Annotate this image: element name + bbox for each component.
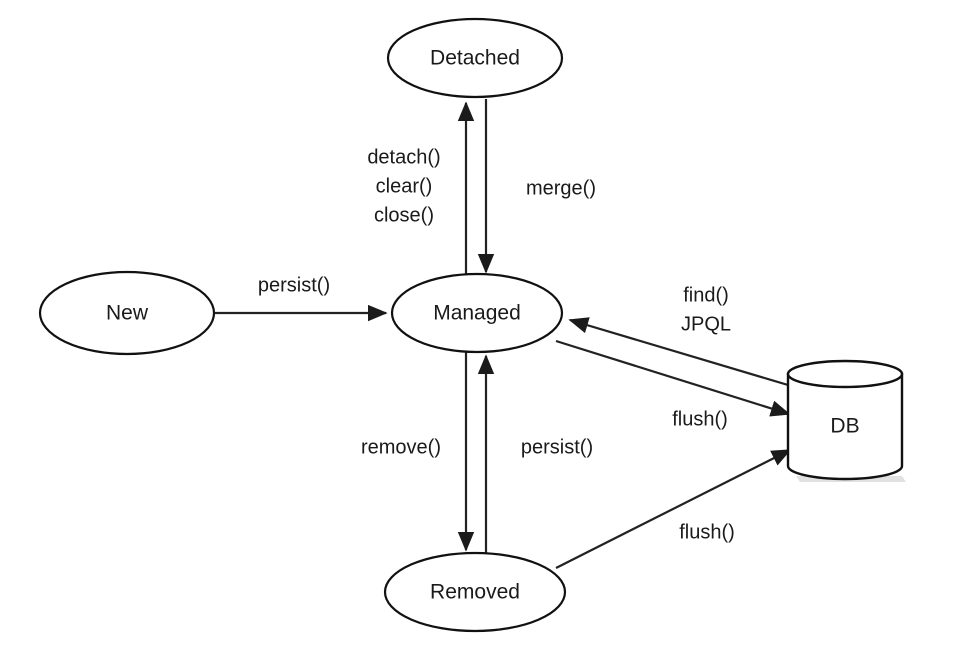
edge-label-detach: detach(): [367, 146, 440, 168]
edge-label-merge: merge(): [526, 177, 596, 199]
edge-label-jpql: JPQL: [681, 313, 731, 335]
edge-detached-to-managed: merge(): [477, 99, 596, 274]
edge-label-flush-managed: flush(): [672, 408, 728, 430]
node-label-detached: Detached: [430, 47, 520, 70]
edge-label-flush-removed: flush(): [679, 521, 735, 543]
node-label-new: New: [106, 302, 149, 325]
edge-removed-to-managed: persist(): [477, 354, 593, 555]
node-managed[interactable]: Managed: [390, 272, 564, 354]
edge-label-find: find(): [683, 284, 729, 306]
node-label-removed: Removed: [430, 581, 520, 604]
edge-db-to-managed: find() JPQL: [568, 284, 789, 387]
edge-label-close: close(): [374, 204, 434, 226]
node-new[interactable]: New: [38, 270, 216, 356]
edge-label-persist-removed: persist(): [521, 436, 593, 458]
edge-managed-to-removed: remove(): [361, 352, 475, 552]
edge-managed-to-db: flush(): [555, 339, 791, 430]
node-label-db: DB: [830, 415, 859, 438]
edge-managed-to-detached: detach() clear() close(): [367, 101, 475, 278]
node-label-managed: Managed: [433, 302, 521, 325]
edge-label-persist-new: persist(): [258, 274, 330, 296]
edge-removed-to-db: flush(): [555, 449, 792, 569]
node-detached[interactable]: Detached: [386, 17, 564, 99]
node-removed[interactable]: Removed: [383, 551, 567, 633]
edge-label-remove: remove(): [361, 436, 441, 458]
node-db[interactable]: DB: [786, 359, 906, 482]
edge-new-to-managed: persist(): [215, 274, 388, 322]
edge-label-clear: clear(): [376, 175, 433, 197]
